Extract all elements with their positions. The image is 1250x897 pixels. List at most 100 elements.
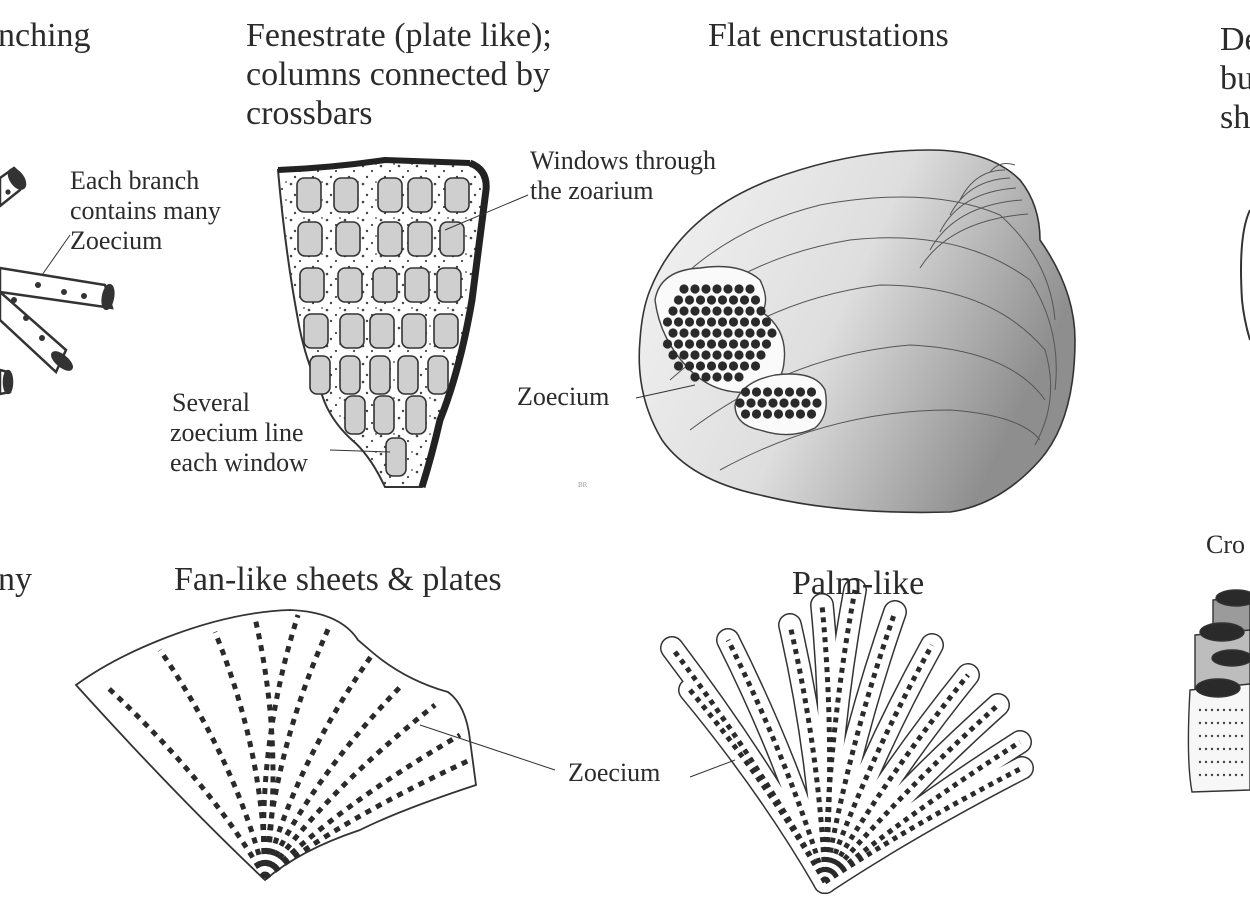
zoecium-dot	[751, 409, 762, 419]
zoecium-dot	[723, 350, 733, 360]
zoecium-dot	[662, 317, 673, 327]
zoecium-dot	[757, 398, 767, 408]
tube-dot	[1210, 747, 1214, 751]
tube-dot	[1234, 747, 1238, 751]
tube-dot	[1198, 760, 1202, 764]
tube-dot	[1222, 734, 1226, 738]
zoecium-dot	[701, 372, 711, 382]
tube-dot	[1216, 747, 1220, 751]
tube-dot	[1240, 773, 1244, 777]
fenestrate-window	[385, 437, 407, 477]
fan-zoecium-row	[261, 614, 301, 879]
zoecium-dot	[712, 350, 722, 360]
fan-illustration	[74, 609, 556, 882]
zoecium-dot	[695, 295, 706, 305]
zoecium-dot	[679, 328, 689, 338]
tube-dot	[1228, 760, 1232, 764]
zoecium-dot	[746, 398, 756, 408]
credit-mark: BR	[578, 481, 588, 489]
each-branch-label: Each branch contains many Zoecium	[70, 166, 221, 256]
zoecium-dot	[751, 387, 762, 397]
cro-label: Cro	[1206, 530, 1245, 559]
fenestrate-window	[405, 395, 427, 435]
zoecium-dot	[723, 306, 733, 316]
fenestrate-window	[397, 355, 419, 395]
fenestrate-window	[377, 177, 403, 213]
zoecium-dot	[695, 339, 706, 349]
each-branch-line-2: contains many	[70, 195, 221, 225]
tube-dot	[1210, 721, 1214, 725]
right-title-line-2: bu	[1220, 60, 1250, 98]
zoecium-fan-label: Zoecium	[568, 758, 661, 787]
tube-dot	[1198, 747, 1202, 751]
zoecium-dot	[761, 339, 772, 349]
zoecium-dot	[701, 284, 711, 294]
fenestrate-window	[339, 313, 365, 349]
zoecium-dot	[690, 284, 700, 294]
zoecium-dot	[679, 284, 689, 294]
zoecium-dot	[717, 361, 728, 371]
zoecium-dot	[734, 306, 744, 316]
zoecium-dot	[762, 409, 773, 419]
zoecium-dot	[790, 398, 800, 408]
zoecium-dot	[712, 284, 722, 294]
zoecium-dot	[723, 372, 733, 382]
fenestrate-window	[333, 177, 359, 213]
zoecium-dot	[728, 317, 739, 327]
fenestrate-window	[335, 221, 361, 257]
fenestrate-title-line-2: columns connected by	[246, 56, 551, 94]
zoecium-dot	[728, 339, 739, 349]
zoecium-dot	[745, 284, 755, 294]
fenestrate-window	[369, 355, 391, 395]
zoecium-dot	[795, 409, 806, 419]
palm-zoecium-row	[822, 611, 898, 883]
each-branch-line-3: Zoecium	[70, 225, 163, 255]
tube-dot	[1204, 708, 1208, 712]
zoecium-dot	[795, 387, 806, 397]
fenestrate-window	[401, 313, 427, 349]
tube-dot	[1228, 708, 1232, 712]
fenestrate-window	[337, 267, 363, 303]
zoecium-dot	[734, 328, 744, 338]
zoecium-dot	[717, 339, 728, 349]
zoecium-dot	[706, 361, 717, 371]
zoecium-dot	[712, 328, 722, 338]
zoecium-dot	[679, 350, 689, 360]
zoecium-dot	[750, 361, 761, 371]
zoecium-dot	[717, 317, 728, 327]
zoecium-dot	[740, 387, 751, 397]
tube-dot	[1210, 760, 1214, 764]
zoecium-dot	[706, 295, 717, 305]
zoecium-dot	[684, 361, 695, 371]
zoecium-dot	[735, 398, 745, 408]
several-zoecium-line-1: Several	[172, 388, 250, 417]
shell-illustration	[635, 149, 1076, 514]
fan-zoecium-row	[262, 683, 404, 880]
zoecium-dot	[690, 372, 700, 382]
zoecium-dot	[679, 306, 689, 316]
fenestrate-window	[369, 313, 395, 349]
tube-dot	[1198, 734, 1202, 738]
right-partial-illustration	[1187, 209, 1250, 793]
zoecium-dot	[712, 372, 722, 382]
right-title-line-3: sh	[1220, 99, 1250, 137]
fenestrate-window	[427, 355, 449, 395]
fenestrate-window	[373, 395, 395, 435]
fan-zoecium-row	[212, 631, 268, 879]
fan-zoecium-row	[103, 683, 268, 880]
tube-dot	[1240, 734, 1244, 738]
zoecium-dot	[695, 361, 706, 371]
zoecium-dot	[806, 409, 817, 419]
tube-dot	[1216, 773, 1220, 777]
tube-dot	[1240, 721, 1244, 725]
fenestrate-window	[344, 395, 366, 435]
zoecium-dot	[728, 361, 739, 371]
zoecium-dot	[812, 398, 822, 408]
zoecium-dot	[750, 317, 761, 327]
fenestrate-window	[296, 177, 322, 213]
flat-encrustations-title: Flat encrustations	[708, 17, 949, 54]
windows-through-line-1: Windows through	[530, 146, 716, 175]
zoecium-dot	[701, 328, 711, 338]
